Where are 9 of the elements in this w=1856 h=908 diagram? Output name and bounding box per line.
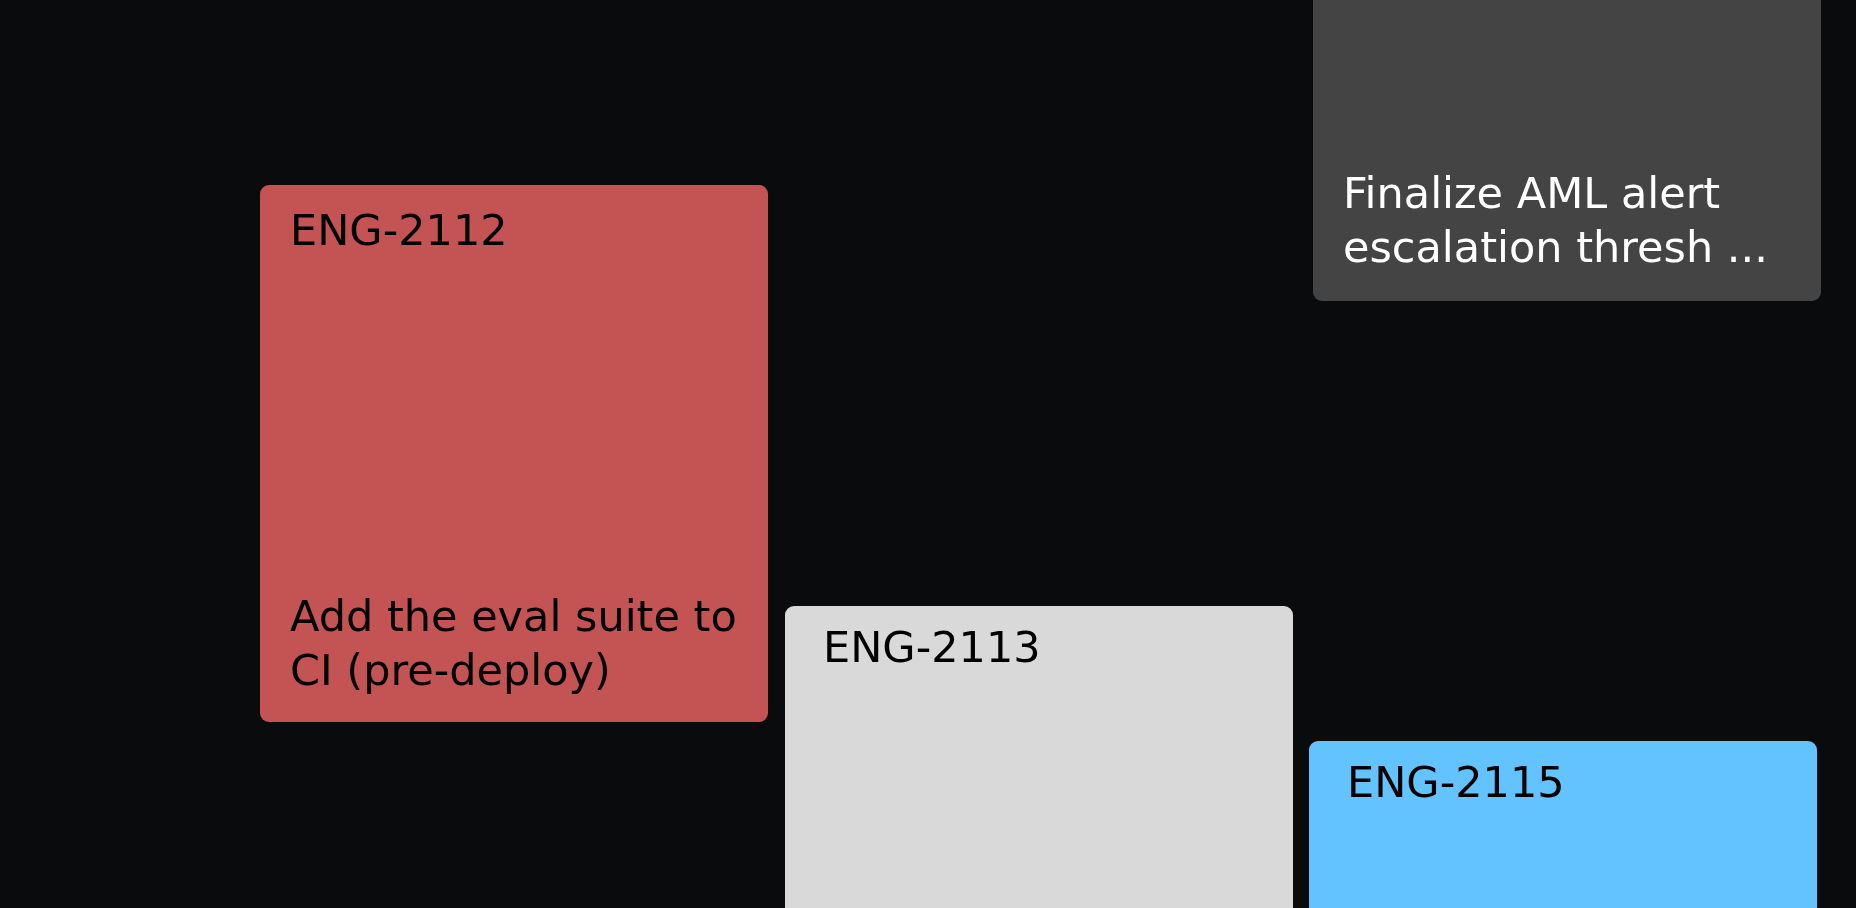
task-card [260,185,768,722]
ticket-id: ENG-2112 [290,204,509,257]
task-title: Finalize AML alert escalation thresh ... [1343,166,1769,275]
task-card [1309,741,1817,908]
ticket-id: ENG-2115 [1347,756,1566,809]
task-card [1313,0,1821,301]
task-card [785,606,1293,908]
task-title: Add the eval suite to CI (pre-deploy) [290,589,738,698]
ticket-id: ENG-2113 [823,621,1042,674]
